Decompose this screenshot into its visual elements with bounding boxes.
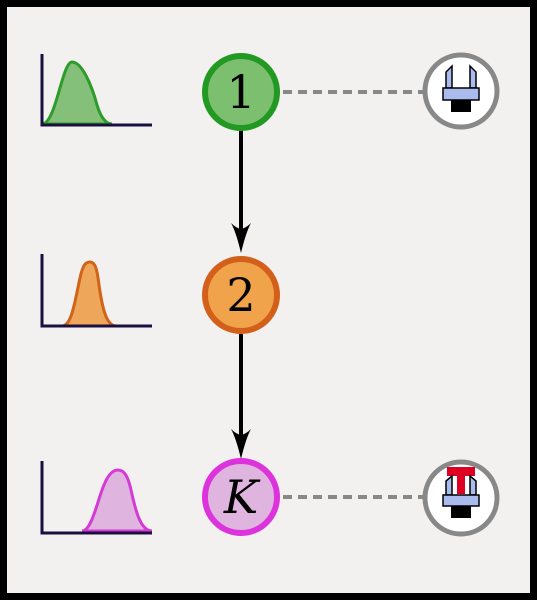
node-1: 1 [202,53,280,131]
edge-2-to-k [231,334,251,459]
gripper-icon [422,52,500,130]
arrowhead-1-to-2 [231,223,251,253]
node-2: 2 [202,256,280,334]
arrowhead-2-to-k [231,429,251,459]
node-1-label: 1 [226,65,255,119]
distribution-plot-2 [40,254,152,328]
edge-1-to-2 [231,130,251,253]
node-2-circle [202,256,280,334]
distribution-curve-2 [61,260,117,328]
node-2-label: 2 [226,268,255,322]
node-k: K [202,458,280,536]
gripper-with-t-icon [422,459,500,537]
distribution-plot-1 [40,54,152,127]
node-k-label: K [223,470,261,524]
distribution-axes-k [40,461,152,535]
distribution-plot-k [40,461,153,535]
distribution-axes-1 [40,54,152,127]
node-k-circle [202,458,280,536]
distribution-curve-1 [41,60,113,126]
distribution-curve-k [81,468,153,533]
distribution-axes-2 [40,254,152,328]
node-1-circle [202,53,280,131]
